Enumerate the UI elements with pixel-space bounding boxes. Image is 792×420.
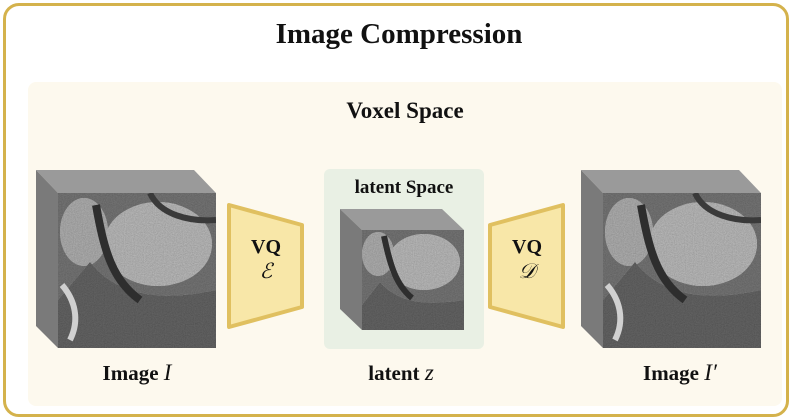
output-image-label-text: Image bbox=[643, 361, 705, 385]
output-cube-side bbox=[581, 170, 603, 348]
decoder-label: VQ 𝒟 bbox=[497, 236, 557, 284]
latent-z-label-text: latent bbox=[368, 361, 425, 385]
output-image-symbol: I′ bbox=[704, 360, 717, 385]
input-image-label-text: Image bbox=[102, 361, 164, 385]
encoder-label-text: VQ bbox=[251, 236, 281, 258]
latent-z-symbol: z bbox=[424, 360, 434, 385]
decoder-trapezoid bbox=[488, 203, 565, 329]
voxel-space-title: Voxel Space bbox=[346, 98, 464, 123]
output-image-cube bbox=[581, 170, 761, 348]
input-image-label: Image I bbox=[62, 360, 212, 386]
latent-ct-slice bbox=[362, 230, 464, 330]
latent-cube-side bbox=[340, 209, 362, 330]
encoder-symbol: ℰ bbox=[259, 259, 273, 283]
latent-z-label: latent z bbox=[326, 360, 476, 386]
diagram-title: Image Compression bbox=[275, 18, 523, 50]
decoder-label-text: VQ bbox=[512, 236, 542, 258]
output-ct-slice bbox=[603, 193, 761, 348]
input-image-symbol: I bbox=[163, 360, 172, 385]
decoder-symbol: 𝒟 bbox=[518, 259, 536, 283]
input-ct-slice bbox=[58, 193, 216, 348]
encoder-trapezoid bbox=[227, 203, 304, 329]
output-cube-top bbox=[581, 170, 761, 193]
input-cube-top bbox=[36, 170, 216, 193]
input-cube-side bbox=[36, 170, 58, 348]
latent-cube-top bbox=[340, 209, 464, 230]
latent-cube bbox=[340, 209, 464, 330]
input-image-cube bbox=[36, 170, 216, 348]
encoder-label: VQ ℰ bbox=[236, 236, 296, 283]
output-image-label: Image I′ bbox=[600, 360, 760, 386]
latent-space-title: latent Space bbox=[354, 177, 454, 198]
